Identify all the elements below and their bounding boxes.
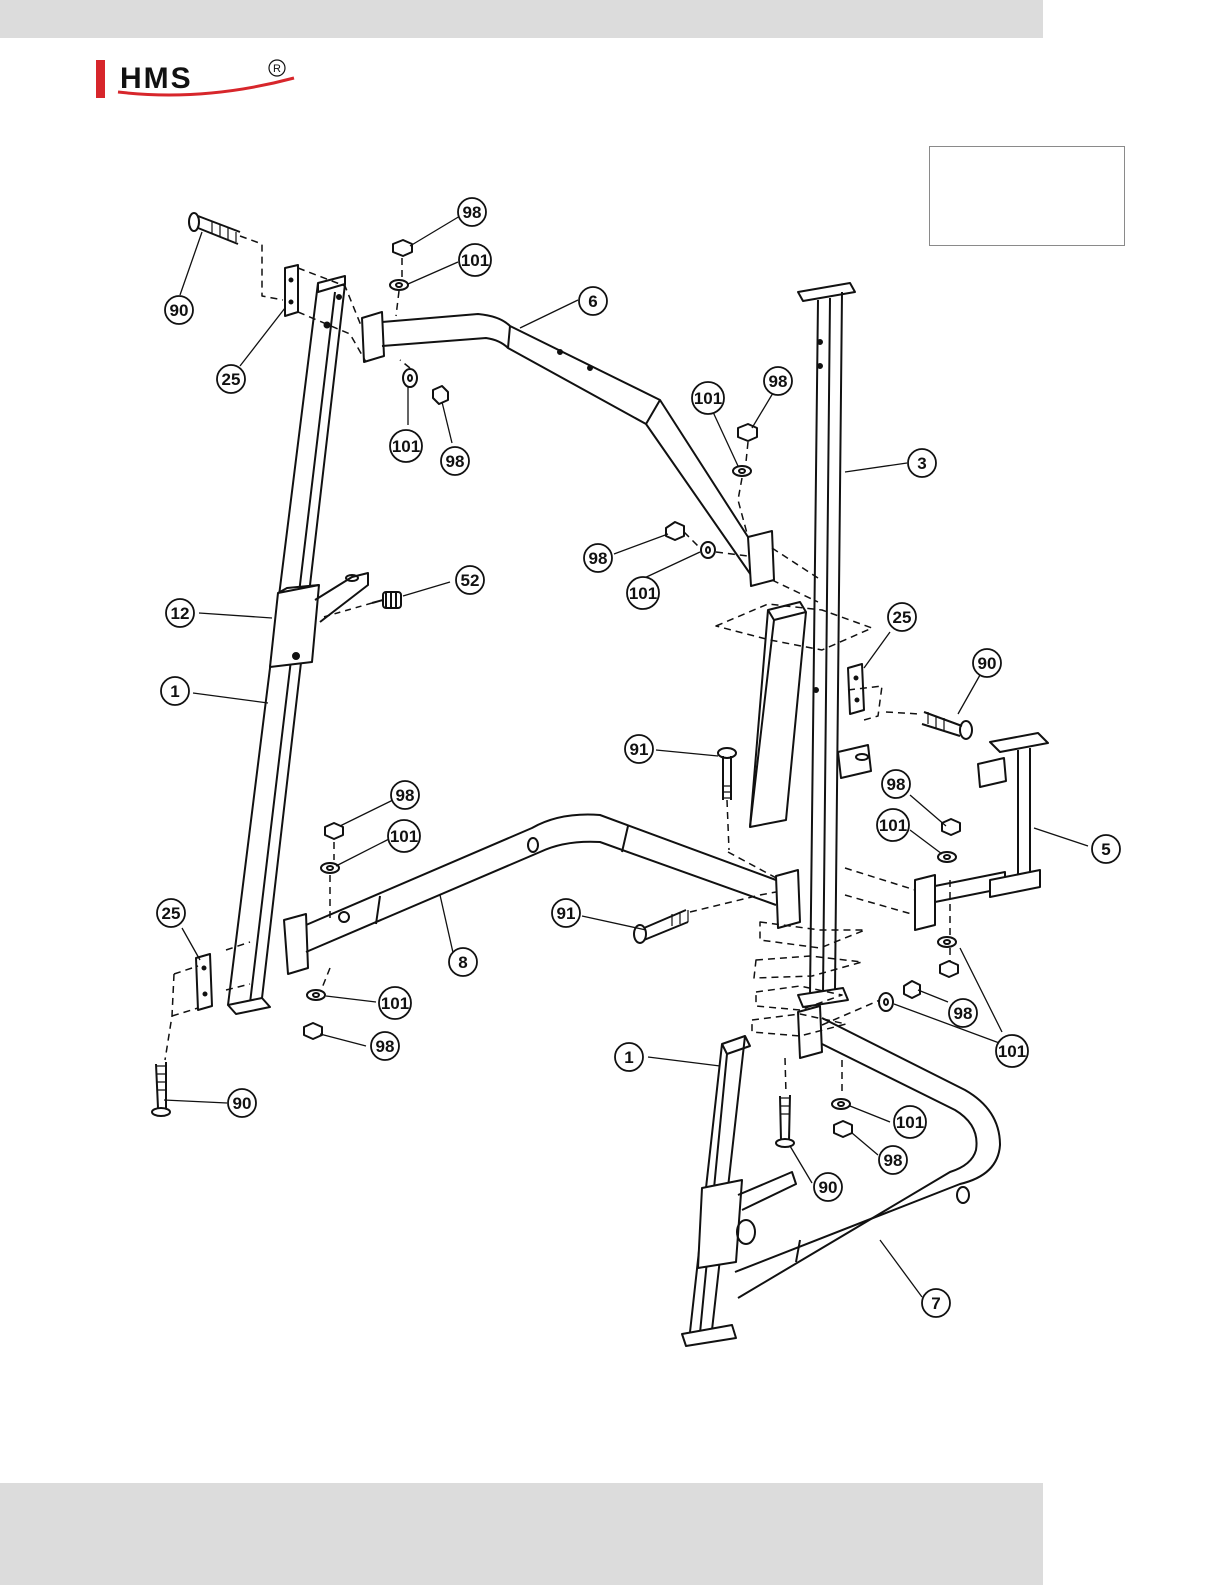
callout-98: 98 <box>882 770 910 798</box>
svg-text:3: 3 <box>917 454 926 473</box>
callout-98: 98 <box>584 544 612 572</box>
callout-101: 101 <box>388 820 420 852</box>
leader-lines <box>164 216 1088 1297</box>
callout-101: 101 <box>877 809 909 841</box>
bolt-91-vertical <box>718 748 736 800</box>
callout-101: 101 <box>459 244 491 276</box>
svg-text:90: 90 <box>170 301 189 320</box>
callout-1: 1 <box>161 677 189 705</box>
callout-101: 101 <box>894 1106 926 1138</box>
svg-text:91: 91 <box>630 740 649 759</box>
part-3-sleeve-tube <box>750 602 806 827</box>
callout-12: 12 <box>166 599 194 627</box>
bolt-90-right <box>922 712 972 739</box>
svg-text:25: 25 <box>893 608 912 627</box>
bolt-90-bottom-left <box>152 1062 170 1116</box>
callout-101: 101 <box>692 382 724 414</box>
svg-text:101: 101 <box>879 816 907 835</box>
footer-bar <box>0 1483 1043 1585</box>
callout-6: 6 <box>579 287 607 315</box>
part-12-sleeve <box>270 573 368 667</box>
svg-text:7: 7 <box>931 1294 940 1313</box>
part-5-rear-foot <box>915 733 1048 930</box>
part-1-bottom-upright <box>682 1036 796 1346</box>
callout-101: 101 <box>390 430 422 462</box>
callout-101: 101 <box>627 577 659 609</box>
svg-text:98: 98 <box>884 1151 903 1170</box>
svg-text:98: 98 <box>769 372 788 391</box>
plate-25-top-left <box>285 265 298 316</box>
svg-text:98: 98 <box>954 1004 973 1023</box>
svg-text:5: 5 <box>1101 840 1110 859</box>
svg-text:25: 25 <box>222 370 241 389</box>
bolt-91-horizontal <box>634 910 688 943</box>
callout-98: 98 <box>391 781 419 809</box>
svg-text:1: 1 <box>170 682 179 701</box>
svg-text:1: 1 <box>624 1048 633 1067</box>
svg-text:98: 98 <box>446 452 465 471</box>
callout-5: 5 <box>1092 835 1120 863</box>
svg-text:91: 91 <box>557 904 576 923</box>
svg-text:101: 101 <box>381 994 409 1013</box>
callout-101: 101 <box>996 1035 1028 1067</box>
callout-25: 25 <box>888 603 916 631</box>
callout-3: 3 <box>908 449 936 477</box>
svg-text:90: 90 <box>978 654 997 673</box>
callout-98: 98 <box>371 1032 399 1060</box>
svg-text:101: 101 <box>390 827 418 846</box>
svg-text:101: 101 <box>629 584 657 603</box>
callout-90: 90 <box>973 649 1001 677</box>
svg-text:98: 98 <box>887 775 906 794</box>
svg-text:98: 98 <box>463 203 482 222</box>
callout-101: 101 <box>379 987 411 1019</box>
callout-52: 52 <box>456 566 484 594</box>
callout-90: 90 <box>228 1089 256 1117</box>
part-52-knob <box>320 592 401 618</box>
svg-text:8: 8 <box>458 953 467 972</box>
callout-98: 98 <box>949 999 977 1027</box>
svg-text:101: 101 <box>998 1042 1026 1061</box>
svg-text:98: 98 <box>589 549 608 568</box>
svg-text:6: 6 <box>588 292 597 311</box>
callout-91: 91 <box>552 899 580 927</box>
svg-text:98: 98 <box>376 1037 395 1056</box>
svg-text:90: 90 <box>819 1178 838 1197</box>
svg-text:25: 25 <box>162 904 181 923</box>
callout-90: 90 <box>165 296 193 324</box>
callout-1: 1 <box>615 1043 643 1071</box>
callout-98: 98 <box>458 198 486 226</box>
svg-text:12: 12 <box>171 604 190 623</box>
part-7-base <box>735 1006 1000 1298</box>
callout-98: 98 <box>764 367 792 395</box>
callout-7: 7 <box>922 1289 950 1317</box>
part-3-right-upright <box>798 283 855 1007</box>
part-8-lower-crossbar <box>284 815 800 974</box>
bracket-right <box>838 745 871 778</box>
bolt-90-top-left <box>189 213 240 244</box>
callout-8: 8 <box>449 948 477 976</box>
bolt-90-bottom-mid <box>776 1095 794 1147</box>
plate-25-bottom-left <box>196 954 212 1010</box>
callout-98: 98 <box>879 1146 907 1174</box>
callout-25: 25 <box>157 899 185 927</box>
svg-text:101: 101 <box>896 1113 924 1132</box>
callout-98: 98 <box>441 447 469 475</box>
callout-25: 25 <box>217 365 245 393</box>
svg-text:98: 98 <box>396 786 415 805</box>
callout-90: 90 <box>814 1173 842 1201</box>
svg-text:101: 101 <box>694 389 722 408</box>
svg-text:101: 101 <box>392 437 420 456</box>
svg-text:52: 52 <box>461 571 480 590</box>
callout-91: 91 <box>625 735 653 763</box>
svg-text:101: 101 <box>461 251 489 270</box>
svg-text:90: 90 <box>233 1094 252 1113</box>
